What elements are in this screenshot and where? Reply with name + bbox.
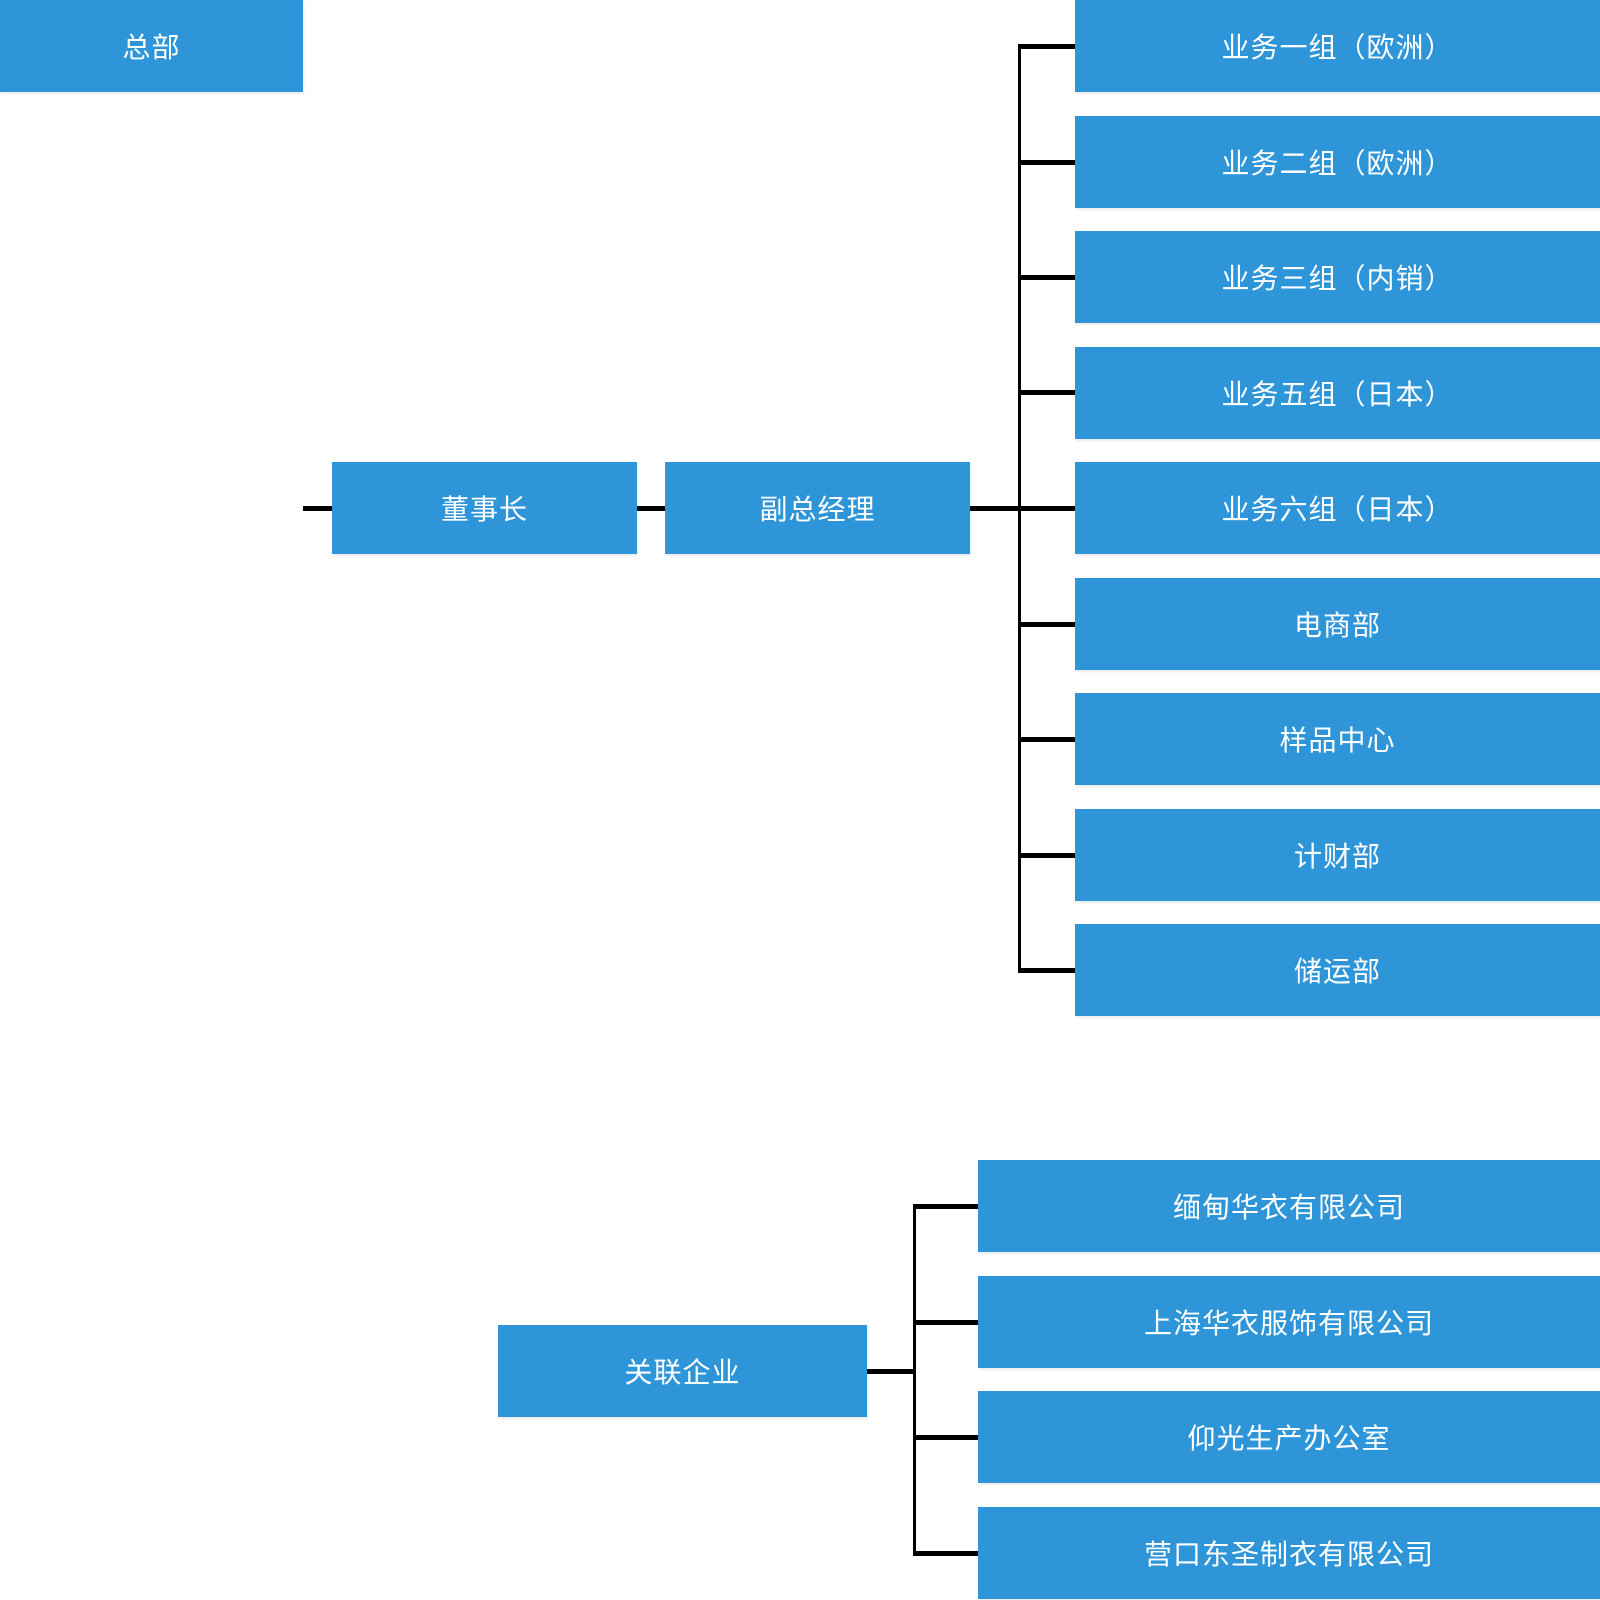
stub-dept-2 [1018, 160, 1075, 165]
node-storage-transport-dept: 储运部 [1075, 924, 1600, 1016]
stub-dept-3 [1018, 275, 1075, 280]
stub-dept-8 [1018, 853, 1075, 858]
node-myanmar-huayi-co: 缅甸华衣有限公司 [978, 1160, 1600, 1252]
node-business-group-6-japan: 业务六组（日本） [1075, 462, 1600, 554]
stub-affiliate-3 [913, 1435, 978, 1440]
connector-headquarters-chairman [303, 506, 332, 511]
stub-dept-1 [1018, 44, 1075, 49]
stub-dept-4 [1018, 390, 1075, 395]
node-sample-center: 样品中心 [1075, 693, 1600, 785]
node-business-group-1-europe: 业务一组（欧洲） [1075, 0, 1600, 92]
stub-dept-5 [1018, 506, 1075, 511]
stub-dept-6 [1018, 622, 1075, 627]
stub-affiliate-1 [913, 1204, 978, 1209]
connector-affiliates-trunk [867, 1369, 915, 1374]
stub-dept-7 [1018, 737, 1075, 742]
connector-chairman-deputy-gm [637, 506, 665, 511]
node-business-group-3-domestic: 业务三组（内销） [1075, 231, 1600, 323]
node-business-group-2-europe: 业务二组（欧洲） [1075, 116, 1600, 208]
node-headquarters: 总部 [0, 0, 303, 92]
node-ecommerce-dept: 电商部 [1075, 578, 1600, 670]
node-chairman: 董事长 [332, 462, 637, 554]
node-yingkou-dongsheng-garment-co: 营口东圣制衣有限公司 [978, 1507, 1600, 1599]
node-finance-dept: 计财部 [1075, 809, 1600, 901]
node-shanghai-huayi-apparel-co: 上海华衣服饰有限公司 [978, 1276, 1600, 1368]
node-deputy-general-manager: 副总经理 [665, 462, 970, 554]
affiliates-trunk-line [913, 1204, 916, 1555]
node-yangon-production-office: 仰光生产办公室 [978, 1391, 1600, 1483]
node-affiliated-enterprises: 关联企业 [498, 1325, 867, 1417]
stub-dept-9 [1018, 968, 1075, 973]
stub-affiliate-2 [913, 1320, 978, 1325]
stub-affiliate-4 [913, 1551, 978, 1556]
node-business-group-5-japan: 业务五组（日本） [1075, 347, 1600, 439]
